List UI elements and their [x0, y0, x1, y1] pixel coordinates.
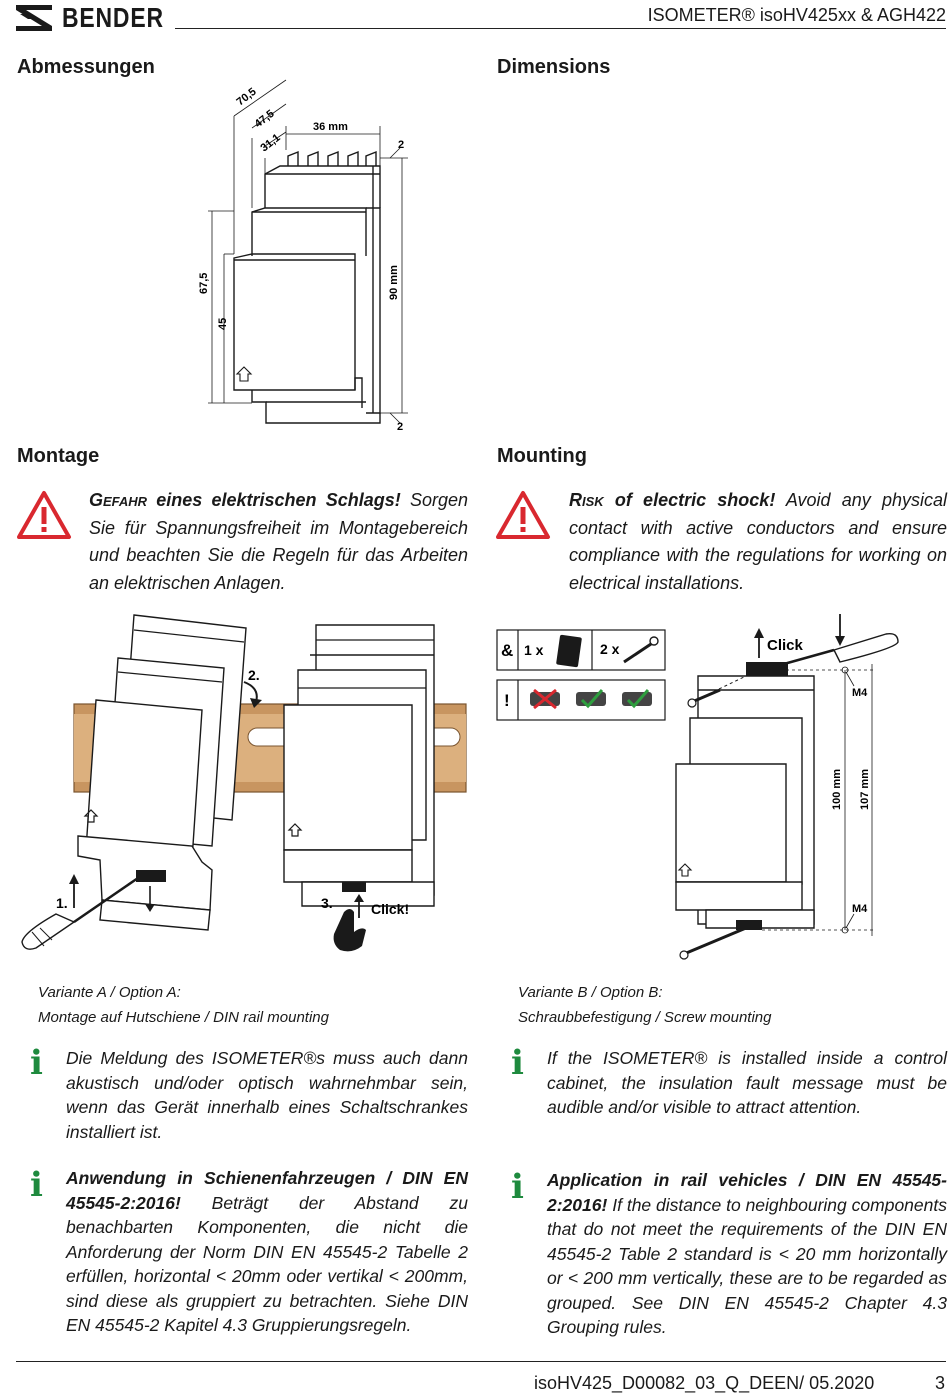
dim-bottom-2: 2: [397, 421, 403, 433]
warning-lead-de: Gefahr: [89, 490, 148, 510]
info-note2-en: Application in rail vehicles / DIN EN 45…: [547, 1168, 947, 1340]
tool-qty-clip: 1 x: [524, 642, 544, 658]
din-rail-mounting-diagram: 1. 2. 3. Click!: [21, 614, 467, 952]
tools-symbol: &: [501, 641, 513, 660]
warning-lead-en: Risk: [569, 490, 604, 510]
info-note2-title-de: Anwendung in Schienenfahrzeugen / DIN EN…: [66, 1168, 468, 1213]
click-label-b: Click: [767, 637, 804, 654]
dim-107mm: 107 mm: [859, 769, 871, 810]
warning-triangle-icon: [496, 491, 550, 539]
caption-a-line1: Variante A / Option A:: [38, 984, 181, 1001]
bender-logo-icon: [16, 5, 52, 31]
info-icon: i: [511, 1167, 524, 1207]
dim-31-1: 31,1: [258, 132, 282, 155]
screw-icon: [623, 636, 659, 664]
caption-a-line2: Montage auf Hutschiene / DIN rail mounti…: [38, 1009, 329, 1026]
caption-b-line2: Schraubbefestigung / Screw mounting: [518, 1009, 772, 1026]
warning-body-en: Avoid any physical contact with active c…: [569, 490, 947, 593]
dim-47-5: 47,5: [252, 108, 276, 131]
info-note2-body-de: Beträgt der Abstand zu benachbarten Komp…: [66, 1192, 468, 1336]
warning-title-en: of electric shock!: [614, 490, 776, 510]
dim-36mm: 36 mm: [313, 121, 348, 133]
warning-triangle-icon: [17, 491, 71, 539]
info-note2-de: Anwendung in Schienenfahrzeugen / DIN EN…: [66, 1166, 468, 1338]
heading-mounting-en: Mounting: [497, 445, 587, 467]
info-icon: i: [30, 1165, 43, 1205]
step-1-label: 1.: [56, 895, 68, 911]
heading-dimensions-de: Abmessungen: [17, 56, 155, 78]
hand-icon: [333, 909, 366, 952]
footer-page-number: 3: [935, 1373, 946, 1393]
dim-67-5: 67,5: [198, 273, 210, 294]
caption-option-b: Variante B / Option B: Schraubbefestigun…: [518, 980, 771, 1030]
click-label-a: Click!: [371, 901, 409, 917]
warning-text-de: Gefahr eines elektrischen Schlags! Sorge…: [89, 487, 468, 597]
dim-90mm: 90 mm: [388, 265, 400, 300]
header-rule: [175, 28, 946, 29]
info-icon: i: [30, 1043, 43, 1083]
heading-dimensions-en: Dimensions: [497, 56, 611, 78]
brand-name: BENDER: [62, 2, 164, 33]
caption-option-a: Variante A / Option A: Montage auf Hutsc…: [38, 980, 329, 1030]
m4-top-label: M4: [852, 687, 868, 699]
tool-qty-screws: 2 x: [600, 641, 620, 657]
document-header-title: ISOMETER® isoHV425xx & AGH422: [647, 5, 946, 25]
footer-document-id: isoHV425_D00082_03_Q_DEEN/ 05.2020: [534, 1373, 875, 1393]
dimensions-drawing: 70,5 47,5 31,1 36 mm 2 2 67,5 45 90 mm: [198, 79, 408, 433]
screwdriver-icon: [21, 876, 139, 950]
info-icon: i: [511, 1043, 524, 1083]
m4-bottom-label: M4: [852, 903, 868, 915]
footer-rule: [16, 1361, 946, 1362]
dim-70-5: 70,5: [234, 86, 258, 109]
warning-body-de: Sorgen Sie für Spannungsfreiheit im Mont…: [89, 490, 468, 593]
heading-mounting-de: Montage: [17, 445, 100, 467]
step-2-label: 2.: [248, 667, 260, 683]
info-note1-en: If the ISOMETER® is installed inside a c…: [547, 1048, 947, 1117]
screw-mounting-diagram: & 1 x 2 x ! Click: [496, 614, 899, 960]
attention-symbol: !: [504, 691, 510, 710]
step-3-label: 3.: [321, 895, 333, 911]
dim-top-2: 2: [398, 139, 404, 151]
info-note2-title-en: Application in rail vehicles / DIN EN 45…: [547, 1170, 947, 1215]
warning-title-de: eines elektrischen Schlags!: [156, 490, 401, 510]
warning-text-en: Risk of electric shock! Avoid any physic…: [569, 487, 947, 597]
bender-logo: BENDER: [16, 2, 186, 34]
caption-b-line1: Variante B / Option B:: [518, 984, 663, 1001]
dim-100mm: 100 mm: [831, 769, 843, 810]
info-note2-body-en: If the distance to neighbouring componen…: [547, 1194, 947, 1338]
dim-45: 45: [217, 318, 229, 330]
info-note1-de: Die Meldung des ISOMETER®s muss auch dan…: [66, 1048, 468, 1142]
